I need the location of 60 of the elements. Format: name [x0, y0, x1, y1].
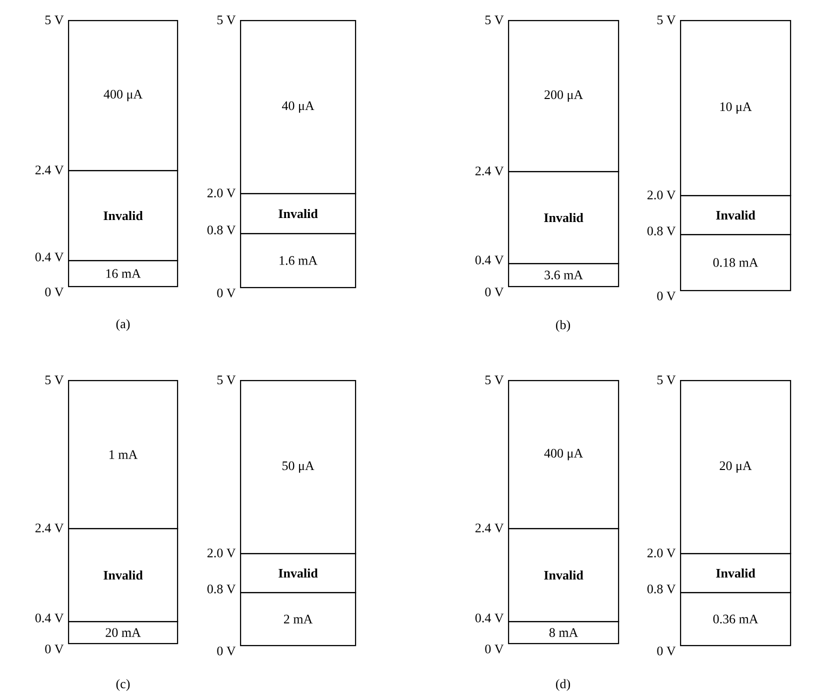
voltage-label: 0 V: [485, 644, 504, 654]
voltage-label: 0 V: [45, 644, 64, 654]
current-band: 10 μA: [680, 20, 792, 196]
current-band: 200 μA: [508, 20, 620, 172]
voltage-label: 0.8 V: [207, 584, 236, 594]
current-band: 3.6 mA: [508, 263, 620, 288]
current-band: 400 μA: [508, 380, 620, 530]
voltage-label: 5 V: [485, 376, 504, 384]
invalid-band: Invalid: [240, 553, 356, 594]
voltage-label: 0 V: [217, 288, 236, 298]
voltage-label: 0.8 V: [647, 226, 676, 236]
voltage-label: 5 V: [45, 376, 64, 384]
voltage-label: 5 V: [485, 16, 504, 24]
voltage-label: 5 V: [217, 376, 236, 384]
voltage-label: 2.4 V: [475, 166, 504, 176]
voltage-label: 2.4 V: [35, 524, 64, 532]
invalid-band: Invalid: [68, 170, 178, 262]
voltage-label: 0.8 V: [207, 226, 236, 234]
voltage-label: 5 V: [657, 16, 676, 24]
voltage-label: 0.8 V: [647, 584, 676, 594]
current-band: 50 μA: [240, 380, 356, 554]
voltage-label: 0 V: [657, 292, 676, 300]
voltage-label: 2.0 V: [647, 548, 676, 558]
current-band: 16 mA: [68, 260, 178, 288]
current-band: 2 mA: [240, 592, 356, 646]
invalid-band: Invalid: [508, 528, 620, 622]
current-band: 40 μA: [240, 20, 356, 194]
voltage-label: 2.0 V: [207, 548, 236, 558]
invalid-band: Invalid: [68, 528, 178, 622]
current-band: 1 mA: [68, 380, 178, 530]
voltage-label: 5 V: [217, 16, 236, 24]
voltage-label: 5 V: [657, 376, 676, 384]
voltage-label: 5 V: [45, 16, 64, 24]
voltage-label: 0.4 V: [35, 252, 64, 262]
voltage-label: 0 V: [485, 288, 504, 296]
voltage-label: 0 V: [657, 646, 676, 656]
panel-label: (c): [116, 679, 130, 691]
current-band: 20 mA: [68, 621, 178, 644]
voltage-label: 0.4 V: [475, 614, 504, 622]
voltage-label: 2.0 V: [647, 190, 676, 200]
current-band: 400 μA: [68, 20, 178, 172]
current-band: 8 mA: [508, 621, 620, 644]
voltage-label: 0.4 V: [475, 256, 504, 264]
current-band: 20 μA: [680, 380, 792, 554]
current-band: 0.36 mA: [680, 592, 792, 646]
voltage-label: 0 V: [45, 288, 64, 296]
voltage-label: 2.4 V: [475, 524, 504, 532]
invalid-band: Invalid: [508, 171, 620, 264]
current-band: 1.6 mA: [240, 233, 356, 288]
panel-label: (d): [556, 679, 570, 691]
voltage-label: 0.4 V: [35, 614, 64, 622]
invalid-band: Invalid: [240, 193, 356, 234]
invalid-band: Invalid: [680, 553, 792, 594]
voltage-label: 2.4 V: [35, 166, 64, 174]
panel-label: (b): [556, 320, 570, 332]
voltage-label: 0 V: [217, 646, 236, 656]
current-band: 0.18 mA: [680, 234, 792, 292]
panel-label: (a): [116, 319, 130, 331]
voltage-label: 2.0 V: [207, 188, 236, 198]
invalid-band: Invalid: [680, 195, 792, 236]
